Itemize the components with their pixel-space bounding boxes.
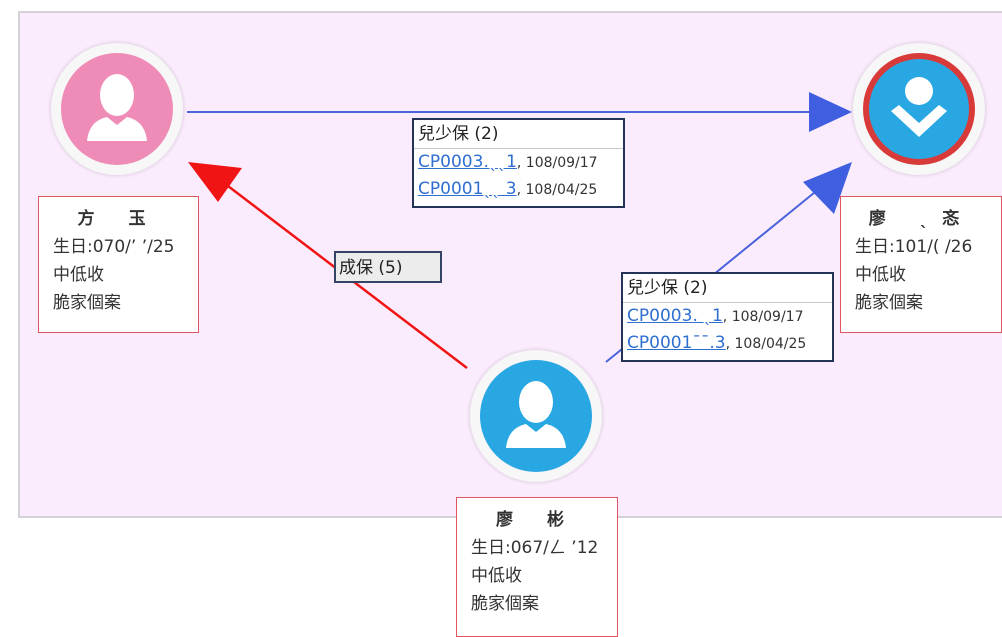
edge-left-arrowhead: [188, 162, 242, 202]
case-link[interactable]: CP0003․ ˎ1: [627, 306, 723, 326]
avatar-disc: [863, 53, 975, 165]
person-name: 方 玉: [77, 209, 160, 229]
person-name: 廖 ˎ忞: [868, 209, 974, 229]
case-row: CP0003․ ˎ1, 108/09/17: [623, 303, 832, 330]
person-income-status: 中低收: [855, 265, 906, 285]
person-case-tag: 脆家個案: [53, 293, 121, 313]
edge-label-title: 兒少保 (2): [623, 274, 832, 303]
edge-label-top: 兒少保 (2) CP0003․ˎˎ1, 108/09/17 CP0001ˎˎ 3…: [412, 118, 625, 208]
person-income-status: 中低收: [53, 265, 104, 285]
case-date: , 108/04/25: [516, 182, 598, 198]
person-node-right[interactable]: [853, 43, 985, 175]
child-download-icon: [869, 59, 969, 159]
avatar-disc: [61, 53, 173, 165]
person-income-status: 中低收: [471, 566, 522, 586]
case-date: , 108/09/17: [722, 309, 804, 325]
case-link[interactable]: CP0001ˉˉ.3: [627, 333, 726, 353]
person-birthday: 生日:070/’ ’/25: [53, 237, 175, 257]
person-case-tag: 脆家個案: [855, 293, 923, 313]
person-name: 廖 彬: [496, 510, 578, 530]
edge-label-title: 兒少保 (2): [414, 120, 623, 149]
avatar-disc: [480, 360, 592, 472]
edge-top-arrowhead: [809, 92, 852, 132]
case-date: , 108/04/25: [725, 336, 807, 352]
case-date: , 108/09/17: [516, 155, 598, 171]
case-row: CP0001ˉˉ.3, 108/04/25: [623, 330, 832, 357]
case-row: CP0001ˎˎ 3, 108/04/25: [414, 176, 623, 203]
case-link[interactable]: CP0001ˎˎ 3: [418, 179, 517, 199]
case-row: CP0003․ˎˎ1, 108/09/17: [414, 149, 623, 176]
person-case-tag: 脆家個案: [471, 594, 539, 614]
edge-right-arrowhead: [803, 162, 852, 214]
person-info-left: 方 玉 生日:070/’ ’/25 中低收 脆家個案: [38, 196, 199, 333]
female-person-icon: [87, 74, 147, 141]
male-person-icon: [506, 381, 566, 448]
person-birthday: 生日:101/( /26: [855, 237, 973, 257]
person-birthday: 生日:067/ㄥ ’12: [471, 538, 599, 558]
person-node-left[interactable]: [51, 43, 183, 175]
edge-label-right: 兒少保 (2) CP0003․ ˎ1, 108/09/17 CP0001ˉˉ.3…: [621, 272, 834, 362]
person-node-center[interactable]: [470, 350, 602, 482]
person-info-right: 廖 ˎ忞 生日:101/( /26 中低收 脆家個案: [840, 196, 1002, 333]
person-info-center: 廖 彬 生日:067/ㄥ ’12 中低收 脆家個案: [456, 497, 618, 637]
edge-label-left[interactable]: 成保 (5): [334, 251, 442, 283]
case-link[interactable]: CP0003․ˎˎ1: [418, 152, 517, 172]
